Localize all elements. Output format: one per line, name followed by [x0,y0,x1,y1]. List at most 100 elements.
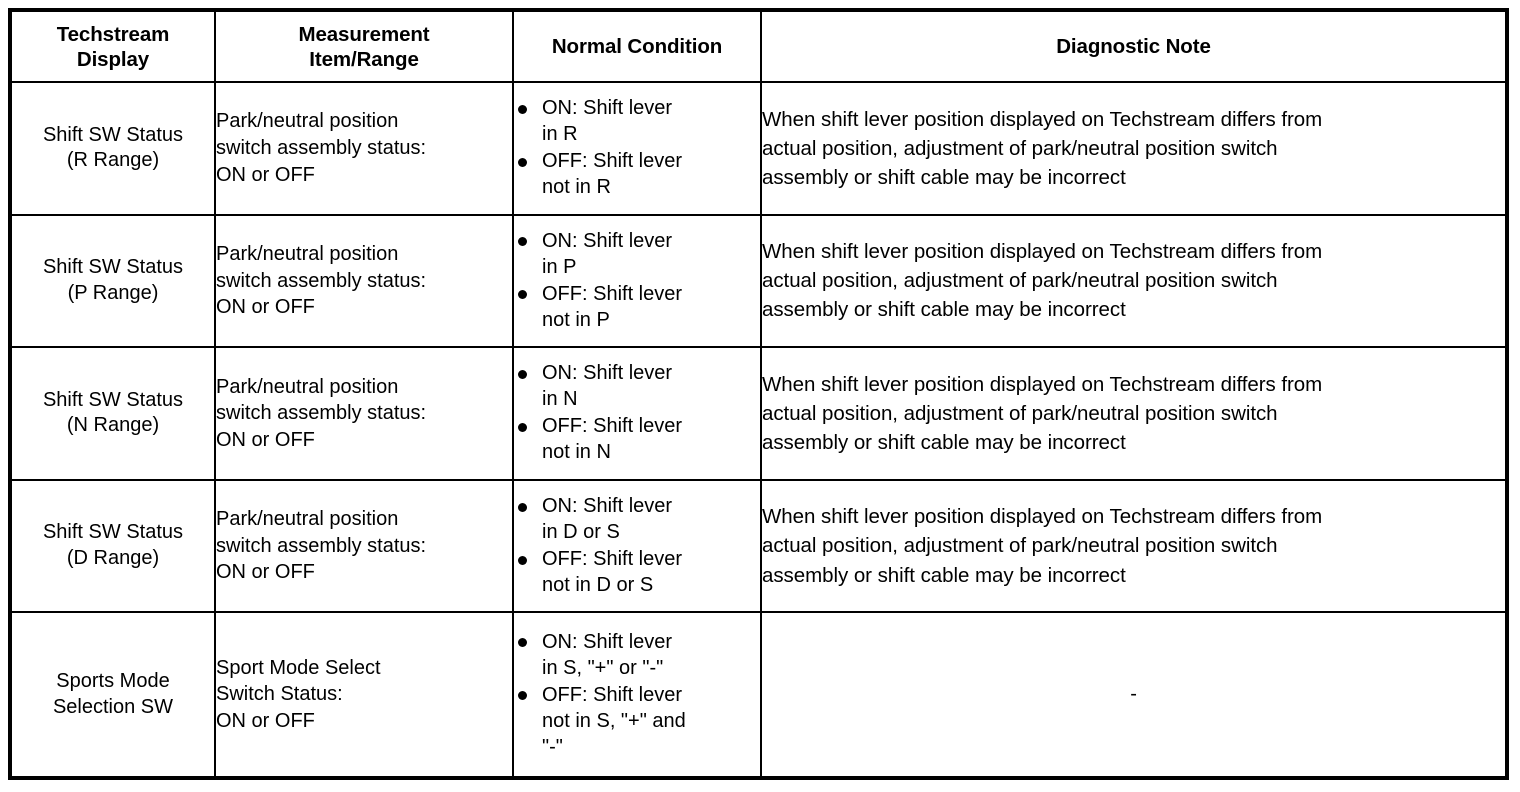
condition-list-item: ON: Shift lever in N [514,360,760,412]
diagnostic-note-line: actual position, adjustment of park/neut… [762,534,1278,558]
condition-text: ON: Shift lever in P [542,229,673,278]
condition-list-item: OFF: Shift lever not in P [514,281,760,333]
display-line: Shift SW Status [42,388,184,411]
column-header-line: Measurement [298,22,430,46]
condition-list-item: ON: Shift lever in R [514,95,760,147]
condition-text: ON: Shift lever in N [542,362,673,411]
measurement-line: ON or OFF [216,428,315,451]
diagnostic-note-line: assembly or shift cable may be incorrect [762,298,1126,322]
condition-text: OFF: Shift lever not in S, "+" and "-" [542,683,686,758]
cell-measurement-item-range: Park/neutral position switch assembly sta… [214,478,514,614]
column-header-line: Display [76,47,150,71]
condition-list-item: ON: Shift lever in P [514,228,760,280]
measurement-line: Park/neutral position [216,110,399,133]
column-header-line: Normal Condition [551,35,723,58]
condition-list-item: OFF: Shift lever not in S, "+" and "-" [514,682,760,760]
bullet-icon [518,502,527,512]
diagnostic-note-line: When shift lever position displayed on T… [762,107,1323,131]
column-header-line: Techstream [56,22,170,46]
display-line: (N Range) [66,414,160,437]
diagnostic-note-line: assembly or shift cable may be incorrect [762,430,1126,454]
diagnostic-note-line: actual position, adjustment of park/neut… [762,401,1278,425]
cell-diagnostic-note: When shift lever position displayed on T… [760,478,1508,614]
bullet-icon [518,691,527,701]
bullet-icon [518,104,527,114]
diagnostic-note-line: actual position, adjustment of park/neut… [762,269,1278,293]
cell-techstream-display: Shift SW Status (R Range) [9,81,216,216]
measurement-line: ON or OFF [216,296,315,319]
measurement-line: ON or OFF [216,561,315,584]
table-row: Shift SW Status(D Range)Park/neutral pos… [9,478,1508,614]
condition-text: ON: Shift lever in R [542,97,673,146]
diagnostic-note-line: When shift lever position displayed on T… [762,505,1323,529]
table-row: Shift SW Status (N Range) Park/neutral pos… [9,346,1508,481]
condition-text: OFF: Shift lever not in N [542,415,683,464]
condition-list-item: OFF: Shift lever not in N [514,413,760,465]
display-line: Shift SW Status [42,123,184,146]
cell-diagnostic-note: When shift lever position displayed on T… [760,213,1508,349]
measurement-line: switch assembly status: [216,534,427,557]
bullet-icon [518,237,527,247]
diagnostic-note-line: When shift lever position displayed on T… [762,372,1323,396]
condition-list: ON: Shift lever in S, "+" or "-"OFF: Shi… [514,629,760,760]
cell-diagnostic-note: When shift lever position displayed on T… [760,346,1508,481]
condition-list-item: ON: Shift lever in S, "+" or "-" [514,629,760,681]
measurement-line: switch assembly status: [216,136,427,159]
column-header-line: Diagnostic Note [1056,35,1211,58]
display-line: (P Range) [67,281,159,304]
display-line: (R Range) [66,149,160,172]
cell-diagnostic-note: When shift lever position displayed on T… [760,81,1508,216]
column-header-diagnostic-note: Diagnostic Note [760,9,1508,83]
cell-diagnostic-note: - [760,611,1508,779]
bullet-icon [518,638,527,648]
cell-measurement-item-range: Park/neutral position switch assembly sta… [214,213,514,349]
cell-techstream-display: Shift SW Status(P Range) [9,213,216,349]
measurement-line: Sport Mode Select [216,656,381,679]
cell-techstream-display: Shift SW Status (N Range) [9,346,216,481]
condition-text: ON: Shift lever in D or S [542,494,673,543]
bullet-icon [518,370,527,379]
bullet-icon [518,157,527,167]
column-header-normal-condition: Normal Condition [512,9,762,83]
measurement-line: Park/neutral position [216,375,399,398]
condition-list-item: OFF: Shift lever not in D or S [514,546,760,598]
measurement-line: switch assembly status: [216,269,427,292]
measurement-line: Switch Status: [216,683,343,706]
bullet-icon [518,555,527,565]
cell-measurement-item-range: Park/neutral position switch assembly sta… [214,81,514,216]
condition-text: OFF: Shift lever not in D or S [542,547,683,596]
measurement-line: Park/neutral position [216,508,399,531]
condition-text: OFF: Shift lever not in R [542,150,683,199]
table-body: Shift SW Status (R Range) Park/neutral pos… [9,81,1508,779]
condition-text: OFF: Shift lever not in P [542,282,683,331]
display-line: Shift SW Status [42,256,184,279]
column-header-line: Item/Range [309,47,419,71]
diagnostic-note-line: assembly or shift cable may be incorrect [762,563,1126,587]
table-row: Shift SW Status(P Range)Park/neutral pos… [9,213,1508,349]
diagnostic-note-line: When shift lever position displayed on T… [762,240,1323,264]
cell-techstream-display: Shift SW Status(D Range) [9,478,216,614]
display-line: Shift SW Status [42,521,184,544]
table-row: Shift SW Status (R Range) Park/neutral pos… [9,81,1508,216]
condition-list-item: OFF: Shift lever not in R [514,148,760,200]
measurement-line: ON or OFF [216,709,315,732]
measurement-line: Park/neutral position [216,242,399,265]
display-line: Sports Mode [56,670,170,693]
diagnostic-note-line: actual position, adjustment of park/neut… [762,136,1278,160]
display-line: (D Range) [66,546,160,569]
